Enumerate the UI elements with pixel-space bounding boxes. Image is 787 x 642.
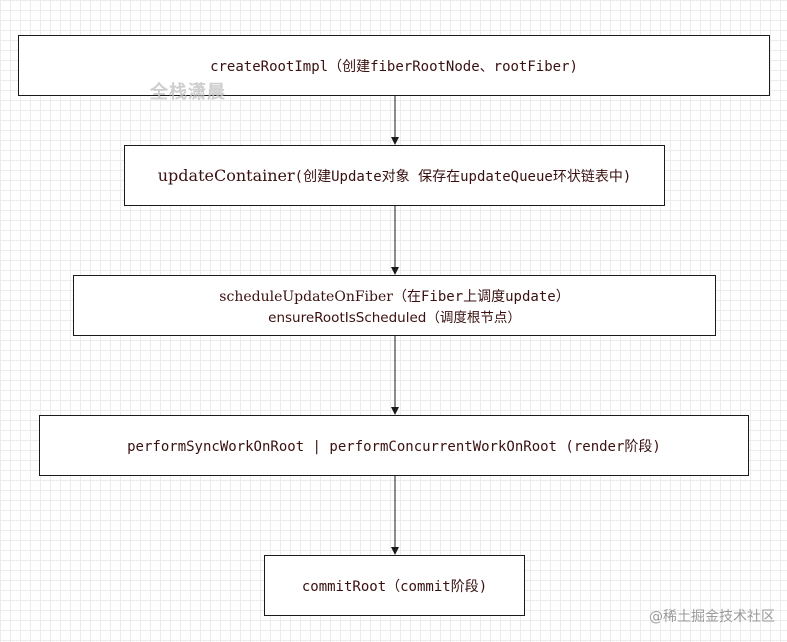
commit-root-label: commitRoot（commit阶段): [301, 578, 488, 595]
perform-work-label: performSyncWorkOnRoot | performConcurren…: [127, 438, 661, 455]
perform-work-node: performSyncWorkOnRoot | performConcurren…: [39, 415, 749, 476]
create-root-impl-label: createRootImpl（创建fiberRootNode、rootFiber…: [210, 58, 578, 75]
update-container-line: updateContainer(创建Update对象 保存在updateQueu…: [158, 166, 632, 186]
author-watermark: 全栈潇晨: [150, 82, 226, 103]
schedule-update-node: scheduleUpdateOnFiber（在Fiber上调度update） e…: [73, 275, 716, 336]
commit-root-node: commitRoot（commit阶段): [264, 555, 525, 616]
update-container-node: updateContainer(创建Update对象 保存在updateQueu…: [124, 145, 665, 206]
schedule-update-line: scheduleUpdateOnFiber（在Fiber上调度update）: [219, 286, 569, 306]
schedule-update-desc: （在Fiber上调度update）: [392, 288, 570, 305]
create-root-impl-node: createRootImpl（创建fiberRootNode、rootFiber…: [18, 35, 770, 96]
schedule-update-fn: scheduleUpdateOnFiber: [219, 288, 393, 305]
ensure-root-scheduled-line: ensureRootIsScheduled（调度根节点）: [268, 309, 521, 326]
footer-credit: @稀土掘金技术社区: [649, 609, 775, 625]
update-container-desc: (创建Update对象 保存在updateQueue环状链表中): [294, 168, 632, 185]
update-container-fn: updateContainer: [157, 165, 295, 185]
